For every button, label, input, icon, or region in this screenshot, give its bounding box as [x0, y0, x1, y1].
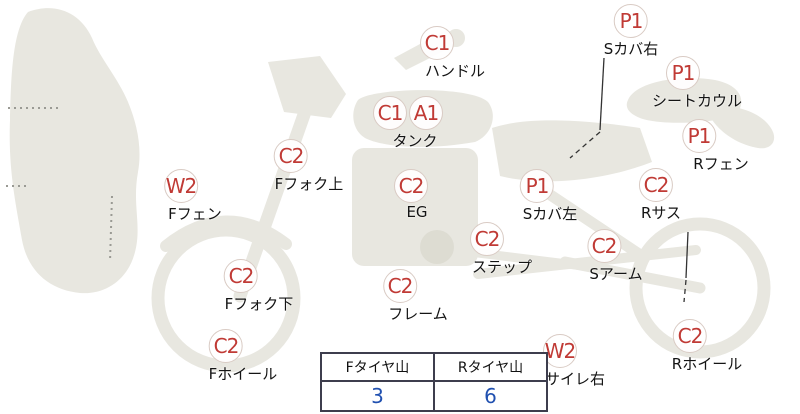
pointer-line-silencer — [685, 231, 689, 279]
grade-badge: C2 — [273, 139, 308, 173]
part-label-engine: C2 EG — [394, 169, 428, 221]
grade-badge: C1 — [419, 26, 454, 60]
part-name: ハンドル — [424, 62, 486, 80]
part-label-front-fender: W2 Fフェン — [140, 169, 222, 224]
grade-badge: C2 — [639, 168, 673, 202]
part-label-rear-suspension: C2 Rサス — [631, 168, 681, 223]
rear-fender-shape — [711, 105, 775, 149]
grade-badge: A1 — [409, 96, 443, 130]
front-tire-value: 3 — [320, 380, 435, 412]
part-name: フレーム — [388, 305, 448, 323]
rear-wheel-shape — [629, 217, 771, 359]
grade-badge: P1 — [682, 119, 716, 153]
grade-badge: W2 — [163, 169, 198, 203]
part-label-step: C2 ステップ — [442, 222, 532, 277]
part-label-tank: C1 A1 タンク — [373, 96, 443, 151]
part-name: Fフェン — [168, 205, 222, 223]
part-name: シートカウル — [651, 92, 743, 110]
part-label-rear-wheel: C2 Rホイール — [638, 319, 742, 374]
grade-badge: P1 — [665, 56, 700, 90]
part-name: Sカバ左 — [522, 205, 578, 223]
part-label-swing-arm: C2 Sアーム — [565, 229, 643, 284]
part-label-rear-fender: P1 Rフェン — [649, 119, 749, 174]
front-tire-header: Fタイヤ山 — [320, 352, 435, 382]
part-name: タンク — [392, 132, 438, 150]
part-label-side-cover-left: P1 Sカバ左 — [497, 169, 578, 224]
grade-badge: C2 — [469, 222, 504, 256]
headlight-cowl-shape — [268, 56, 346, 118]
part-name: EG — [406, 203, 428, 221]
part-label-seat-cowl: P1 シートカウル — [624, 56, 742, 111]
grade-badge: P1 — [520, 169, 554, 203]
part-name: Fフォク下 — [224, 295, 294, 313]
part-label-front-wheel: C2 Fホイール — [175, 329, 278, 384]
part-name: Fフォク上 — [274, 175, 344, 193]
part-label-frame: C2 フレーム — [352, 269, 448, 324]
rear-tire-value: 6 — [433, 380, 548, 412]
part-label-side-cover-right: P1 Sカバ右 — [603, 4, 659, 59]
grade-badge: C1 — [373, 96, 407, 130]
grade-badge: P1 — [614, 4, 648, 38]
grade-badge: C2 — [223, 259, 258, 293]
grade-badge: C2 — [673, 319, 707, 353]
part-name: Sアーム — [589, 265, 643, 283]
rear-tire-header: Rタイヤ山 — [433, 352, 548, 382]
part-name: Rフェン — [693, 155, 749, 173]
part-name: Sカバ右 — [603, 40, 659, 58]
front-cowl-shape — [9, 8, 140, 294]
front-fork-shape — [233, 85, 319, 303]
tire-tread-table: Fタイヤ山 Rタイヤ山 3 6 — [320, 352, 548, 412]
part-name: サイレ右 — [544, 370, 606, 388]
pointer-line-scover-right — [599, 57, 605, 131]
grade-badge: C2 — [383, 269, 417, 303]
grade-badge: C2 — [208, 329, 243, 363]
part-name: Rサス — [640, 204, 682, 222]
part-name: Fホイール — [208, 365, 278, 383]
part-label-front-fork-upper: C2 Fフォク上 — [239, 139, 344, 194]
part-label-handle: C1 ハンドル — [389, 26, 485, 81]
part-name: Rホイール — [671, 355, 743, 373]
grade-badge: C2 — [586, 229, 621, 263]
seat-side-cover-shape — [492, 120, 652, 182]
grade-badge: W2 — [542, 334, 577, 368]
front-wheel-shape — [151, 223, 301, 373]
part-label-front-fork-lower: C2 Fフォク下 — [189, 259, 294, 314]
grade-badge: C2 — [394, 169, 428, 203]
part-name: ステップ — [471, 258, 533, 276]
front-fender-arc — [160, 215, 292, 252]
part-label-silencer-right: W2 サイレ右 — [515, 334, 605, 389]
